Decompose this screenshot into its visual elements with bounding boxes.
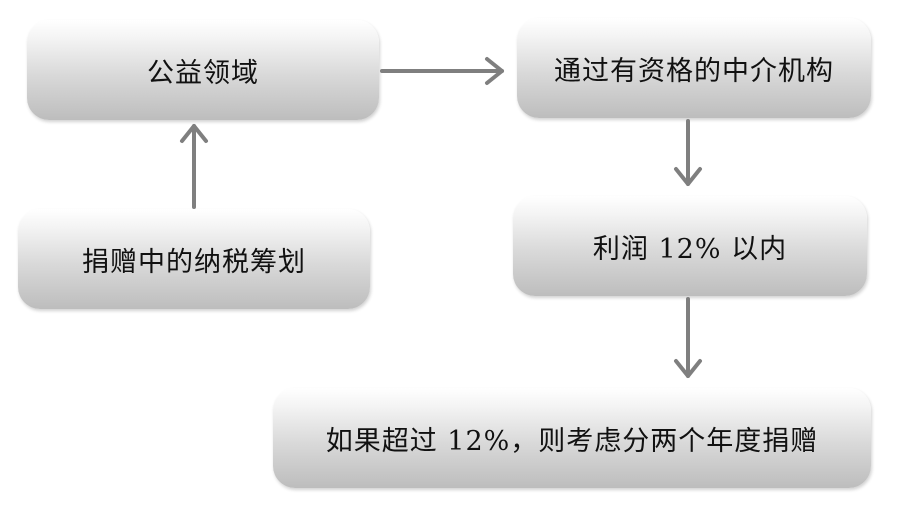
node-label: 公益领域 — [147, 57, 259, 89]
node-profit-within-12: 利润 12% 以内 — [513, 196, 867, 296]
node-label: 捐赠中的纳税筹划 — [82, 246, 306, 278]
node-exceed-12: 如果超过 12%，则考虑分两个年度捐赠 — [273, 388, 871, 488]
arrow-down-to-profit — [674, 119, 702, 186]
node-label: 利润 12% 以内 — [592, 233, 788, 265]
arrow-down-to-exceed — [674, 297, 702, 378]
arrow-right-to-intermediary — [380, 57, 504, 85]
node-public-welfare-field: 公益领域 — [27, 20, 379, 120]
node-label: 如果超过 12%，则考虑分两个年度捐赠 — [325, 425, 819, 457]
arrow-up-to-public-welfare — [180, 124, 208, 209]
node-qualified-intermediary: 通过有资格的中介机构 — [517, 18, 871, 118]
node-donation-tax-planning: 捐赠中的纳税筹划 — [18, 209, 370, 309]
node-label: 通过有资格的中介机构 — [554, 55, 834, 87]
